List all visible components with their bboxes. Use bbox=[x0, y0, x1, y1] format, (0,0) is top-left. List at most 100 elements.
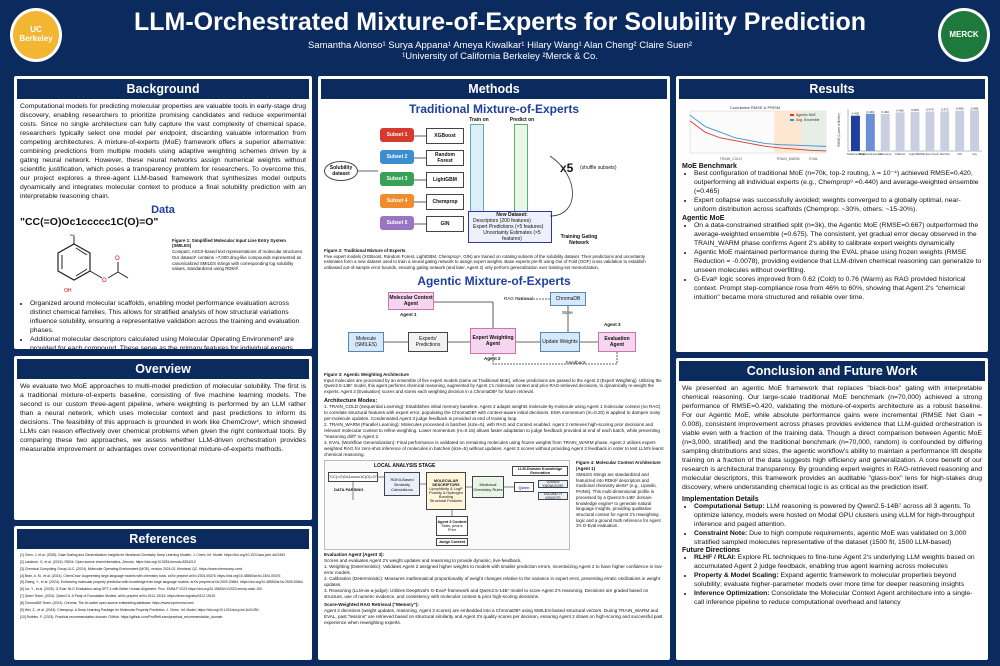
architecture-modes: Architecture Modes: 1. TRAIN_COLD (Seque… bbox=[324, 397, 664, 457]
agent2-label: Agent 2 bbox=[484, 355, 501, 361]
list-item: Additional molecular descriptors calcula… bbox=[30, 336, 306, 349]
list-item: Agentic MoE maintained performance durin… bbox=[694, 249, 982, 276]
qwen-node: Qwen bbox=[514, 482, 534, 493]
agent1-label: Agent 1 bbox=[400, 311, 417, 317]
bar-value-label: 0.420 bbox=[852, 112, 860, 116]
list-item: Computational Setup: LLM reasoning is po… bbox=[694, 503, 982, 530]
data-bullets: Organized around molecular scaffolds, en… bbox=[14, 300, 312, 349]
domain-knowledge-node: DOMAIN KNOWLEDGE bbox=[538, 480, 568, 489]
subset-box: Subset 4 bbox=[380, 194, 414, 208]
llm-generation-node: LLM-Domain Knowledge Generation bbox=[512, 466, 568, 477]
context-arrows bbox=[352, 477, 514, 517]
bar bbox=[865, 113, 875, 151]
update-weights-node: Update Weights bbox=[540, 331, 580, 352]
chromadb-node: ChromaDB bbox=[550, 291, 586, 306]
bar-value-label: 0.470 bbox=[926, 108, 934, 112]
list-item: G-Eval⁶ logic scores improved from 0.62 … bbox=[694, 276, 982, 303]
figure1-caption: Figure 1: Simplified Molecular Input Lin… bbox=[172, 237, 304, 272]
references-heading: References bbox=[17, 529, 309, 549]
bar bbox=[925, 111, 935, 151]
rdkit-node: RDKit-Based Similarity Calculations bbox=[384, 472, 420, 497]
eval-item: 1. Weighting (Deterministic): Validates … bbox=[324, 564, 663, 576]
background-text: Computational models for predicting mole… bbox=[20, 103, 306, 200]
train-on-label: Train on bbox=[469, 117, 489, 123]
smiles-input-node: "CC(=O)Oc1ccccc1C(O)=O" bbox=[328, 472, 378, 483]
molecular-context-diagram: LOCAL ANALYSIS STAGE "CC(=O)Oc1ccccc1C(O… bbox=[318, 460, 670, 552]
bar bbox=[895, 112, 905, 151]
category-label: LightGBM bbox=[909, 152, 921, 156]
conclusion-heading: Conclusion and Future Work bbox=[679, 361, 985, 381]
uc-berkeley-logo: UC Berkeley bbox=[10, 8, 62, 62]
traditional-moe-diagram: Train on Predict on Solubility dataset S… bbox=[318, 116, 670, 246]
bar-value-label: 0.485 bbox=[971, 106, 979, 110]
bar-value-label: 0.480 bbox=[956, 107, 964, 111]
medchem-rules-node: Medicinal Chemistry Rules bbox=[472, 476, 504, 499]
expert-model-box: Chemprop bbox=[426, 194, 464, 210]
list-item: Expert collapse was successfully avoided… bbox=[694, 197, 982, 215]
category-label: Traditional MoE bbox=[846, 152, 864, 156]
y-axis-label: RMSE (Lower is Better) bbox=[837, 113, 841, 146]
agentic-moe-diagram: Molecular Context Agent Agent 1 RAG Retr… bbox=[318, 288, 670, 372]
legend-swatch bbox=[790, 114, 794, 116]
category-label: Weighted Ensemble bbox=[859, 152, 883, 156]
molecular-descriptors-node: MOLECULAR DESCRIPTORS Lipophilicity & Lo… bbox=[426, 472, 466, 511]
traditional-moe-title: Traditional Mixture-of-Experts bbox=[408, 102, 580, 116]
reference-item: [1] Chen, J. et al. (2025). Data Scaling… bbox=[20, 553, 285, 557]
series-line bbox=[689, 120, 827, 152]
phase-label: TRAIN_COLD bbox=[720, 157, 743, 161]
reference-item: [6] Liu, Y., et al. (2025). G-Eval: NLG … bbox=[20, 587, 262, 592]
reference-item: [5] Zhang, Y., et al. (2024). Enhancing … bbox=[20, 580, 303, 585]
figure4-caption: Figure 4: Molecular Context Architecture… bbox=[576, 460, 661, 529]
results-heading: Results bbox=[679, 79, 985, 99]
category-label: Random Forest bbox=[921, 152, 939, 156]
implementation-details: Implementation Details Computational Set… bbox=[676, 496, 988, 609]
legend-label: Avg. Ensemble bbox=[796, 118, 820, 122]
data-parsing-label: DATA PARSING bbox=[334, 487, 364, 493]
new-dataset-box: New Dataset: Descriptors (200 features) … bbox=[468, 211, 552, 243]
expert-model-box: Random Forest bbox=[426, 150, 464, 166]
bar bbox=[910, 111, 920, 151]
poster-title: LLM-Orchestrated Mixture-of-Experts for … bbox=[133, 8, 867, 36]
category-label: Chemprop bbox=[879, 152, 892, 156]
mode-item: 1. TRAIN_COLD (Sequential Learning): Est… bbox=[324, 403, 661, 421]
conclusion-text: We presented an agentic MoE framework th… bbox=[682, 385, 982, 491]
phase-band bbox=[774, 111, 802, 153]
merck-logo: MERCK bbox=[938, 8, 990, 62]
reference-item: [9] Wei, Z., et al. (2024). Chemprop: A … bbox=[20, 607, 259, 612]
subset-box: Subset 5 bbox=[380, 216, 414, 230]
svg-text:OH: OH bbox=[64, 288, 72, 294]
evaluation-agent-node: Evaluation Agent bbox=[598, 331, 636, 352]
legend-swatch bbox=[790, 119, 794, 121]
list-item: Organized around molecular scaffolds, en… bbox=[30, 300, 306, 336]
eval-item: 2. Calibration (Deterministic): Measures… bbox=[324, 576, 661, 588]
reference-item: [7] Qwen Team. (2024). Qwen2.5: A Party … bbox=[20, 594, 216, 599]
svg-text:O: O bbox=[115, 256, 120, 262]
bar bbox=[850, 115, 860, 151]
agent3-label: Agent 3 bbox=[604, 321, 621, 327]
agentic-arrows bbox=[384, 298, 618, 365]
agent3-context-node: Agent 3 Context Stats, prior/s Prior bbox=[436, 516, 468, 537]
gating-label: Training Gating Network bbox=[560, 234, 598, 246]
expert-model-box: XGBoost bbox=[426, 128, 464, 144]
reference-item: [4] Bran, A. M., et al. (2024). ChemCrow… bbox=[20, 573, 281, 578]
predict-on-label: Predict on bbox=[509, 117, 535, 123]
background-heading: Background bbox=[17, 79, 309, 99]
category-label: Avg bbox=[972, 152, 977, 156]
category-label: GIN bbox=[957, 152, 962, 156]
mode-item: 2. TRAIN_WARM (Parallel Learning): Molec… bbox=[324, 421, 660, 439]
expert-weighting-agent-node: Expert Weighting Agent bbox=[470, 327, 516, 354]
bar-value-label: 0.443 bbox=[867, 110, 875, 114]
references-list: [1] Chen, J. et al. (2025). Data Scaling… bbox=[14, 553, 312, 620]
list-item: Constraint Note: Due to high compute req… bbox=[694, 530, 982, 548]
list-item: Best configuration of traditional MoE (n… bbox=[694, 170, 982, 197]
mode-item: 3. EVAL (Workflow Generalization): Final… bbox=[324, 439, 664, 457]
agentic-moe-title: Agentic Mixture-of-Experts bbox=[417, 273, 571, 288]
phase-label: TRAIN_WARM bbox=[776, 157, 799, 161]
reference-item: [8] ChromaDB Team. (2024). Chroma: The A… bbox=[20, 601, 195, 606]
svg-text:O: O bbox=[70, 234, 75, 238]
local-analysis-label: LOCAL ANALYSIS STAGE bbox=[374, 463, 436, 470]
background-panel: Background Computational models for pred… bbox=[14, 76, 312, 349]
overview-text: We evaluate two MoE approaches to multi-… bbox=[20, 383, 306, 453]
subset-box: Subset 2 bbox=[380, 150, 414, 164]
